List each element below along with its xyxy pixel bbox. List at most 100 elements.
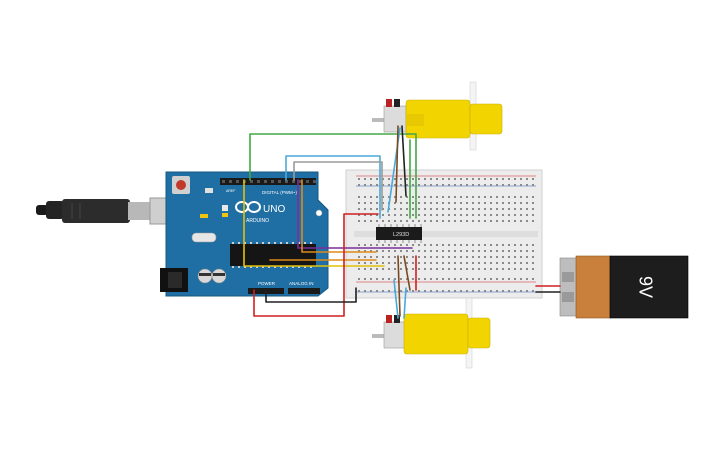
breadboard-hole[interactable] <box>442 184 444 186</box>
breadboard-hole[interactable] <box>400 214 402 216</box>
breadboard-hole[interactable] <box>376 250 378 252</box>
breadboard-hole[interactable] <box>454 196 456 198</box>
breadboard-hole[interactable] <box>364 256 366 258</box>
breadboard-hole[interactable] <box>400 250 402 252</box>
breadboard-hole[interactable] <box>370 262 372 264</box>
breadboard-hole[interactable] <box>430 262 432 264</box>
breadboard-hole[interactable] <box>466 290 468 292</box>
breadboard-hole[interactable] <box>412 214 414 216</box>
breadboard-hole[interactable] <box>472 262 474 264</box>
breadboard-hole[interactable] <box>484 250 486 252</box>
breadboard-hole[interactable] <box>490 290 492 292</box>
breadboard-hole[interactable] <box>358 278 360 280</box>
breadboard-hole[interactable] <box>358 268 360 270</box>
wire-orange-1[interactable] <box>301 179 377 253</box>
breadboard-hole[interactable] <box>520 184 522 186</box>
breadboard-hole[interactable] <box>526 290 528 292</box>
breadboard-hole[interactable] <box>454 214 456 216</box>
breadboard-hole[interactable] <box>520 250 522 252</box>
breadboard-hole[interactable] <box>508 290 510 292</box>
breadboard-hole[interactable] <box>382 220 384 222</box>
breadboard-hole[interactable] <box>424 290 426 292</box>
breadboard-hole[interactable] <box>412 184 414 186</box>
breadboard-hole[interactable] <box>526 250 528 252</box>
breadboard-hole[interactable] <box>508 214 510 216</box>
breadboard-hole[interactable] <box>436 262 438 264</box>
breadboard-hole[interactable] <box>418 262 420 264</box>
breadboard-hole[interactable] <box>388 250 390 252</box>
breadboard-hole[interactable] <box>364 262 366 264</box>
breadboard-hole[interactable] <box>400 202 402 204</box>
breadboard-hole[interactable] <box>406 250 408 252</box>
breadboard-hole[interactable] <box>436 178 438 180</box>
breadboard-hole[interactable] <box>394 268 396 270</box>
breadboard-hole[interactable] <box>418 208 420 210</box>
breadboard-hole[interactable] <box>514 196 516 198</box>
breadboard-hole[interactable] <box>436 202 438 204</box>
breadboard-hole[interactable] <box>388 278 390 280</box>
breadboard-hole[interactable] <box>412 244 414 246</box>
breadboard-hole[interactable] <box>394 202 396 204</box>
breadboard-hole[interactable] <box>508 178 510 180</box>
breadboard-hole[interactable] <box>490 196 492 198</box>
breadboard-hole[interactable] <box>532 184 534 186</box>
breadboard-hole[interactable] <box>454 278 456 280</box>
breadboard-hole[interactable] <box>514 244 516 246</box>
breadboard-hole[interactable] <box>442 214 444 216</box>
breadboard-hole[interactable] <box>436 196 438 198</box>
breadboard-hole[interactable] <box>424 184 426 186</box>
breadboard-hole[interactable] <box>502 202 504 204</box>
breadboard-hole[interactable] <box>490 262 492 264</box>
breadboard-hole[interactable] <box>400 290 402 292</box>
breadboard-hole[interactable] <box>496 244 498 246</box>
breadboard-hole[interactable] <box>388 220 390 222</box>
breadboard-hole[interactable] <box>358 256 360 258</box>
breadboard-hole[interactable] <box>532 268 534 270</box>
breadboard-hole[interactable] <box>472 290 474 292</box>
breadboard-hole[interactable] <box>484 208 486 210</box>
breadboard-hole[interactable] <box>484 214 486 216</box>
breadboard-hole[interactable] <box>478 268 480 270</box>
breadboard-hole[interactable] <box>382 196 384 198</box>
breadboard-hole[interactable] <box>358 262 360 264</box>
breadboard-hole[interactable] <box>388 256 390 258</box>
breadboard-hole[interactable] <box>376 262 378 264</box>
breadboard-hole[interactable] <box>442 268 444 270</box>
breadboard-hole[interactable] <box>376 256 378 258</box>
breadboard-hole[interactable] <box>424 214 426 216</box>
breadboard-hole[interactable] <box>496 208 498 210</box>
breadboard-hole[interactable] <box>478 178 480 180</box>
breadboard-hole[interactable] <box>388 268 390 270</box>
breadboard-hole[interactable] <box>388 196 390 198</box>
breadboard-hole[interactable] <box>526 262 528 264</box>
breadboard-hole[interactable] <box>502 262 504 264</box>
breadboard-hole[interactable] <box>412 250 414 252</box>
breadboard-hole[interactable] <box>484 244 486 246</box>
breadboard-hole[interactable] <box>412 262 414 264</box>
breadboard-hole[interactable] <box>448 220 450 222</box>
breadboard-hole[interactable] <box>526 202 528 204</box>
breadboard-hole[interactable] <box>454 220 456 222</box>
breadboard-hole[interactable] <box>520 220 522 222</box>
breadboard-hole[interactable] <box>532 290 534 292</box>
wire-black-2[interactable] <box>265 287 357 303</box>
breadboard-hole[interactable] <box>460 262 462 264</box>
breadboard-hole[interactable] <box>508 250 510 252</box>
breadboard-hole[interactable] <box>382 208 384 210</box>
breadboard-hole[interactable] <box>502 184 504 186</box>
breadboard-hole[interactable] <box>520 268 522 270</box>
breadboard-hole[interactable] <box>508 208 510 210</box>
breadboard-hole[interactable] <box>364 278 366 280</box>
breadboard-hole[interactable] <box>472 208 474 210</box>
breadboard-hole[interactable] <box>448 278 450 280</box>
breadboard-hole[interactable] <box>460 244 462 246</box>
breadboard-hole[interactable] <box>424 220 426 222</box>
wire-purple-1[interactable] <box>297 179 413 249</box>
breadboard-hole[interactable] <box>502 278 504 280</box>
wire-brown-3[interactable] <box>403 255 411 291</box>
breadboard-hole[interactable] <box>490 244 492 246</box>
breadboard-hole[interactable] <box>472 214 474 216</box>
breadboard-hole[interactable] <box>472 250 474 252</box>
breadboard-hole[interactable] <box>364 290 366 292</box>
breadboard-hole[interactable] <box>502 268 504 270</box>
